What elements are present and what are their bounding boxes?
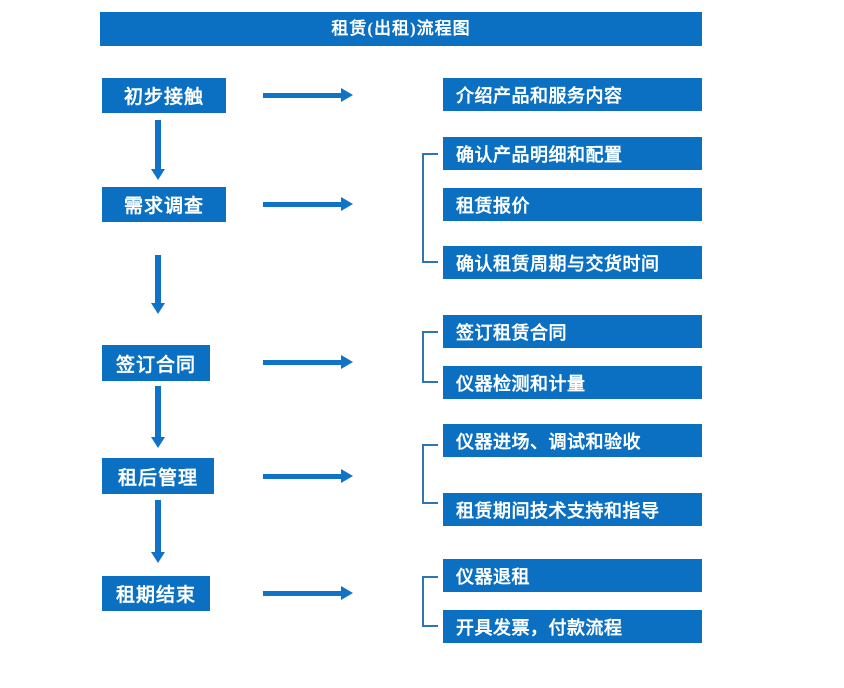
arrow-head — [341, 197, 353, 211]
step-label: 租期结束 — [115, 585, 196, 606]
arrow-head — [151, 552, 165, 563]
right-arrow-icon — [263, 586, 353, 600]
arrow-shaft — [263, 591, 342, 596]
chart-title: 租赁(出租)流程图 — [331, 19, 471, 38]
chart-title-bar: 租赁(出租)流程图 — [100, 12, 702, 46]
detail-box-instrument-testing: 仪器检测和计量 — [443, 366, 702, 399]
arrow-shaft — [155, 255, 161, 304]
detail-box-instrument-return: 仪器退租 — [443, 559, 702, 592]
detail-box-instrument-setup-acceptance: 仪器进场、调试和验收 — [443, 424, 702, 457]
detail-box-invoice-payment: 开具发票，付款流程 — [443, 610, 702, 643]
arrow-shaft — [155, 386, 161, 438]
step-label: 租后管理 — [117, 467, 198, 489]
right-arrow-icon — [263, 355, 353, 369]
detail-label: 租赁期间技术支持和指导 — [456, 500, 660, 521]
step-box-post-rental-management: 租后管理 — [102, 458, 214, 494]
detail-box-introduce-products: 介绍产品和服务内容 — [443, 78, 702, 111]
detail-label: 仪器退租 — [456, 566, 530, 587]
step-label: 需求调查 — [123, 196, 204, 217]
step-box-sign-contract: 签订合同 — [102, 345, 210, 381]
group-bracket — [422, 153, 438, 263]
arrow-head — [341, 88, 353, 102]
detail-box-confirm-product-details: 确认产品明细和配置 — [443, 137, 702, 170]
arrow-shaft — [263, 474, 342, 479]
group-bracket — [422, 331, 438, 383]
arrow-head — [341, 586, 353, 600]
down-arrow-icon — [151, 500, 165, 563]
detail-box-technical-support: 租赁期间技术支持和指导 — [443, 493, 702, 526]
detail-label: 开具发票，付款流程 — [456, 617, 623, 638]
step-label: 签订合同 — [115, 354, 196, 376]
detail-label: 确认租赁周期与交货时间 — [456, 253, 660, 274]
right-arrow-icon — [263, 469, 353, 483]
detail-label: 签订租赁合同 — [456, 322, 567, 343]
group-bracket — [422, 576, 438, 627]
group-bracket — [422, 444, 438, 504]
arrow-head — [151, 169, 165, 180]
step-label: 初步接触 — [123, 87, 204, 108]
right-arrow-icon — [263, 197, 353, 211]
arrow-shaft — [155, 500, 161, 553]
step-box-demand-survey: 需求调查 — [102, 187, 226, 222]
down-arrow-icon — [151, 255, 165, 314]
arrow-head — [341, 469, 353, 483]
down-arrow-icon — [151, 386, 165, 448]
arrow-head — [151, 303, 165, 314]
down-arrow-icon — [151, 120, 165, 180]
arrow-shaft — [155, 120, 161, 170]
arrow-shaft — [263, 360, 342, 365]
detail-label: 介绍产品和服务内容 — [456, 85, 623, 106]
detail-box-sign-rental-contract: 签订租赁合同 — [443, 315, 702, 348]
right-arrow-icon — [263, 88, 353, 102]
detail-box-confirm-period-delivery: 确认租赁周期与交货时间 — [443, 246, 702, 279]
detail-label: 仪器检测和计量 — [456, 373, 586, 394]
detail-label: 仪器进场、调试和验收 — [456, 431, 641, 452]
arrow-shaft — [263, 202, 342, 207]
arrow-head — [341, 355, 353, 369]
detail-label: 确认产品明细和配置 — [456, 144, 623, 165]
step-box-lease-end: 租期结束 — [102, 576, 210, 611]
arrow-shaft — [263, 93, 342, 98]
detail-box-rental-quotation: 租赁报价 — [443, 188, 702, 221]
arrow-head — [151, 437, 165, 448]
step-box-initial-contact: 初步接触 — [102, 78, 226, 113]
detail-label: 租赁报价 — [456, 195, 530, 216]
